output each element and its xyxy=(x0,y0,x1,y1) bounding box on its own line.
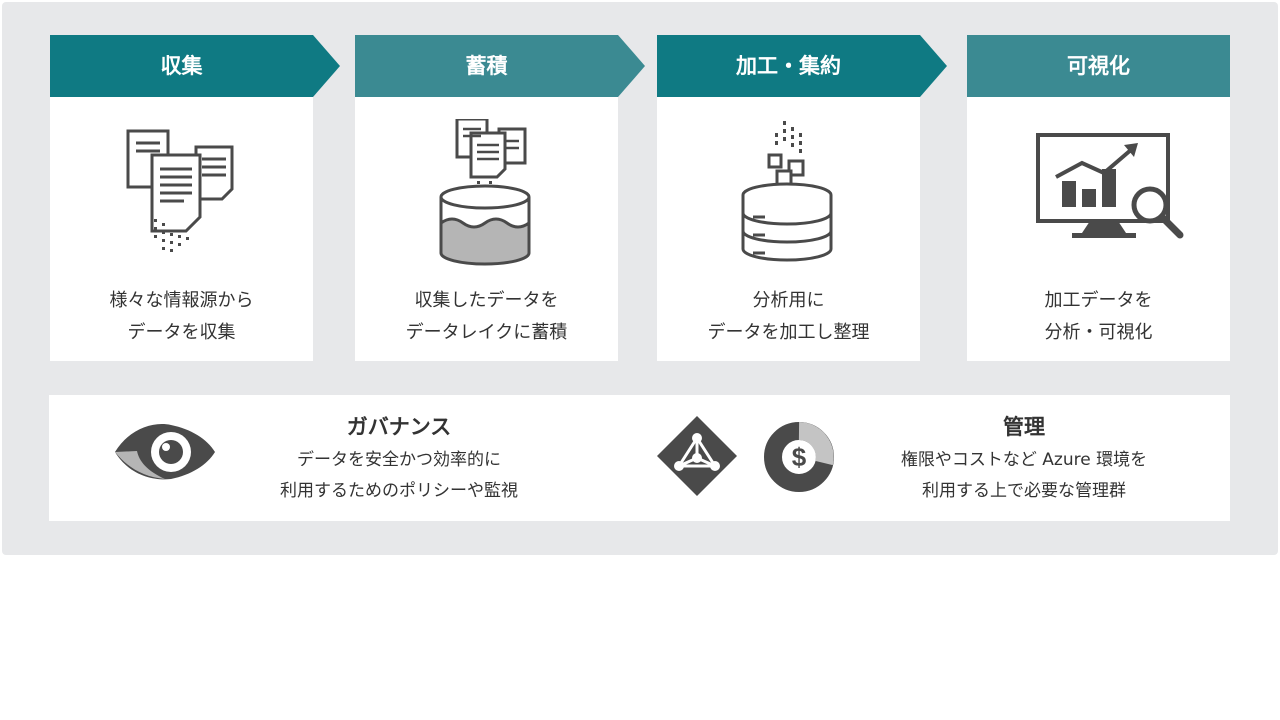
stage-store-body: 収集したデータを データレイクに蓄積 xyxy=(355,97,618,361)
stage-visualize: 可視化 加工データを 分析・可視化 xyxy=(967,35,1230,361)
stage-collect-desc-line1: 様々な情報源から xyxy=(109,290,254,311)
stage-visualize-body: 加工データを 分析・可視化 xyxy=(967,97,1230,361)
stage-collect-description: 様々な情報源から データを収集 xyxy=(50,285,313,349)
management-title: 管理 xyxy=(1003,415,1045,439)
stage-process: 加工・集約 分析用に データを加工し整理 xyxy=(657,35,947,361)
stage-visualize-title: 可視化 xyxy=(1067,54,1130,78)
stage-collect: 収集 様々な情報源から データを収集 xyxy=(50,35,340,361)
azure-ad-icon xyxy=(657,416,737,496)
database-process-icon xyxy=(741,121,833,262)
stage-process-title: 加工・集約 xyxy=(736,54,841,78)
stage-collect-title: 収集 xyxy=(160,54,203,78)
stage-store-description: 収集したデータを データレイクに蓄積 xyxy=(355,285,618,349)
governance-line1: データを安全かつ効率的に xyxy=(297,450,501,470)
management-description: 権限やコストなど Azure 環境を 利用する上で必要な管理群 xyxy=(824,445,1224,507)
data-lake-icon xyxy=(439,119,531,266)
stage-visualize-description: 加工データを 分析・可視化 xyxy=(967,285,1230,349)
management-line2: 利用する上で必要な管理群 xyxy=(922,481,1126,501)
stage-process-desc-line1: 分析用に xyxy=(752,290,825,311)
stage-store-desc-line2: データレイクに蓄積 xyxy=(405,322,568,343)
eye-icon xyxy=(115,424,215,480)
chart-analysis-icon xyxy=(1036,133,1184,239)
governance-management-box: ガバナンス データを安全かつ効率的に 利用するためのポリシーや監視 $ 管理 権… xyxy=(49,395,1230,521)
stage-collect-body: 様々な情報源から データを収集 xyxy=(50,97,313,361)
stage-store: 蓄積 収集したデータを データレイクに蓄積 xyxy=(355,35,645,361)
documents-icon xyxy=(126,129,234,252)
stage-store-title: 蓄積 xyxy=(465,54,508,78)
stage-store-desc-line1: 収集したデータを xyxy=(414,290,559,311)
governance-line2: 利用するためのポリシーや監視 xyxy=(280,481,518,501)
stage-process-description: 分析用に データを加工し整理 xyxy=(657,285,920,349)
cost-icon: $ xyxy=(764,422,834,492)
stage-process-desc-line2: データを加工し整理 xyxy=(707,322,870,343)
stage-process-body: 分析用に データを加工し整理 xyxy=(657,97,920,361)
management-line1: 権限やコストなど Azure 環境を xyxy=(900,450,1148,470)
stage-visualize-desc-line2: 分析・可視化 xyxy=(1044,322,1153,343)
governance-title: ガバナンス xyxy=(346,415,452,439)
stage-visualize-desc-line1: 加工データを xyxy=(1044,290,1153,311)
governance-description: データを安全かつ効率的に 利用するためのポリシーや監視 xyxy=(199,445,599,507)
stage-collect-desc-line2: データを収集 xyxy=(127,322,236,343)
svg-text:$: $ xyxy=(792,442,807,472)
